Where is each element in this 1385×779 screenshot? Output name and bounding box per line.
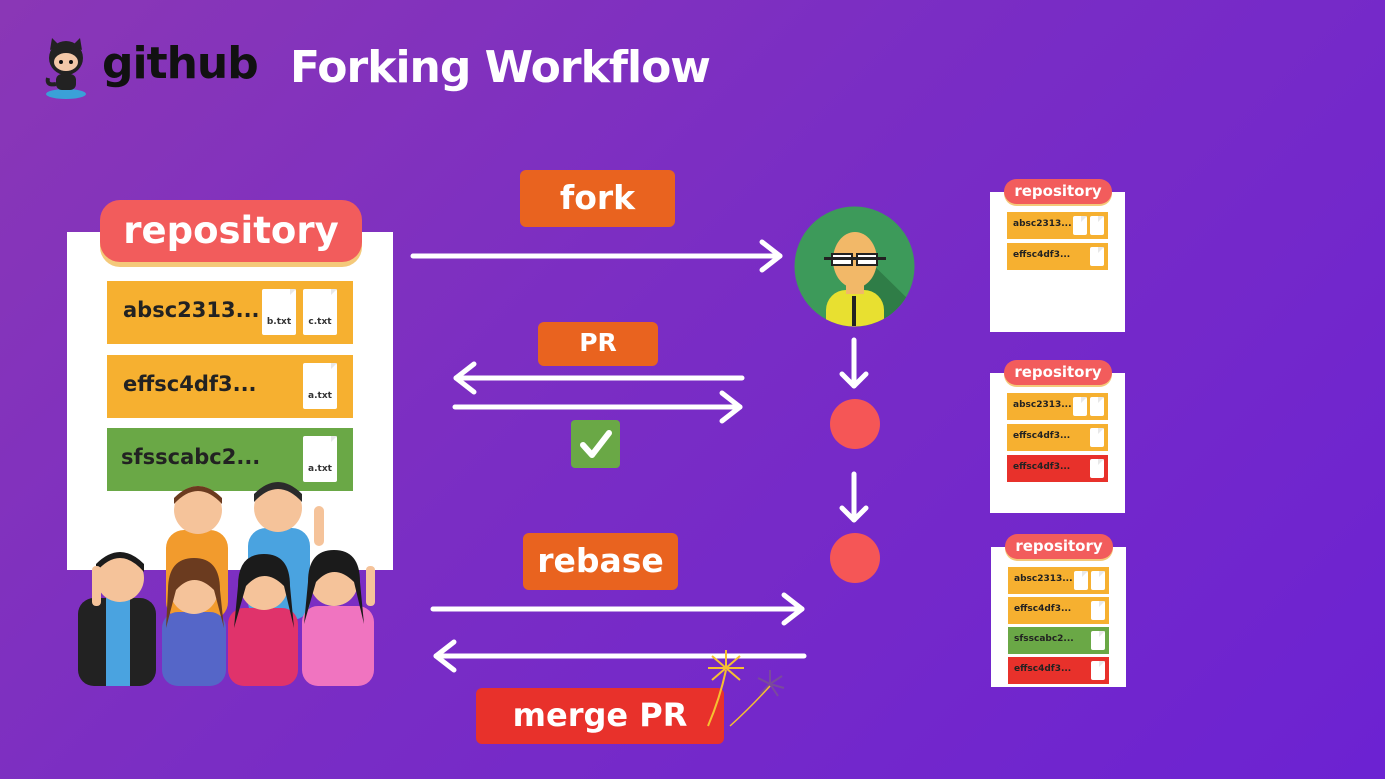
commit-row: absc2313... — [1007, 212, 1108, 239]
commit-row: effsc4df3... — [1008, 657, 1109, 684]
file-icon — [1091, 571, 1105, 590]
approved-check — [571, 420, 620, 468]
commit-row: effsc4df3... — [1007, 243, 1108, 270]
file-name: a.txt — [308, 464, 332, 474]
file-icon — [1091, 661, 1105, 680]
commit-hash: effsc4df3... — [1013, 431, 1071, 441]
file-icon — [1090, 216, 1104, 235]
commit-row: effsc4df3... — [1008, 597, 1109, 624]
commit-hash: sfsscabc2... — [121, 445, 261, 469]
octocat-icon — [45, 38, 86, 99]
commit-hash: absc2313... — [1013, 219, 1072, 229]
commit-hash: absc2313... — [123, 298, 260, 322]
commit-row: absc2313... — [1007, 393, 1108, 420]
file-icon — [1090, 247, 1104, 266]
commit-hash: effsc4df3... — [1013, 250, 1071, 260]
commit-node — [830, 399, 880, 449]
file-icon — [1073, 397, 1087, 416]
file-icon: b.txt — [262, 289, 296, 335]
team-icon — [78, 482, 375, 686]
team-illustration — [78, 478, 390, 686]
commit-row: effsc4df3... a.txt — [107, 355, 353, 418]
commit-hash: effsc4df3... — [123, 372, 257, 396]
fireworks — [700, 648, 792, 728]
commit-row: effsc4df3... — [1007, 455, 1108, 482]
file-icon — [1091, 631, 1105, 650]
commit-row: sfsscabc2... a.txt — [107, 428, 353, 491]
file-icon — [1074, 571, 1088, 590]
checkmark-icon — [580, 430, 612, 458]
commit-hash: effsc4df3... — [1013, 462, 1071, 472]
commit-row: effsc4df3... — [1007, 424, 1108, 451]
developer-avatar-icon — [794, 206, 915, 327]
pr-label: PR — [538, 322, 658, 366]
file-name: c.txt — [308, 317, 332, 327]
rebase-label: rebase — [523, 533, 678, 590]
fork-repository-tag: repository — [1004, 360, 1112, 385]
commit-node — [830, 533, 880, 583]
commit-hash: absc2313... — [1014, 574, 1073, 584]
file-icon — [1090, 428, 1104, 447]
file-icon — [1090, 397, 1104, 416]
commit-hash: sfsscabc2... — [1014, 634, 1074, 644]
commit-hash: absc2313... — [1013, 400, 1072, 410]
file-icon: a.txt — [303, 363, 337, 409]
fork-repository-tag: repository — [1005, 534, 1113, 559]
file-name: b.txt — [266, 317, 292, 327]
file-icon: c.txt — [303, 289, 337, 335]
commit-hash: effsc4df3... — [1014, 664, 1072, 674]
brand-name: github — [102, 38, 259, 89]
commit-row: sfsscabc2... — [1008, 627, 1109, 654]
commit-hash: effsc4df3... — [1014, 604, 1072, 614]
commit-row: absc2313... — [1008, 567, 1109, 594]
github-logo — [40, 36, 92, 100]
page-title: Forking Workflow — [290, 42, 711, 93]
fireworks-icon — [707, 650, 785, 727]
file-name: a.txt — [308, 391, 332, 401]
fork-label: fork — [520, 170, 675, 227]
file-icon — [1091, 601, 1105, 620]
developer-avatar — [794, 206, 915, 327]
file-icon — [1090, 459, 1104, 478]
file-icon: a.txt — [303, 436, 337, 482]
fork-repository-tag: repository — [1004, 179, 1112, 204]
file-icon — [1073, 216, 1087, 235]
commit-row: absc2313... b.txt c.txt — [107, 281, 353, 344]
merge-pr-label: merge PR — [476, 688, 724, 744]
main-repository-tag: repository — [100, 200, 362, 262]
